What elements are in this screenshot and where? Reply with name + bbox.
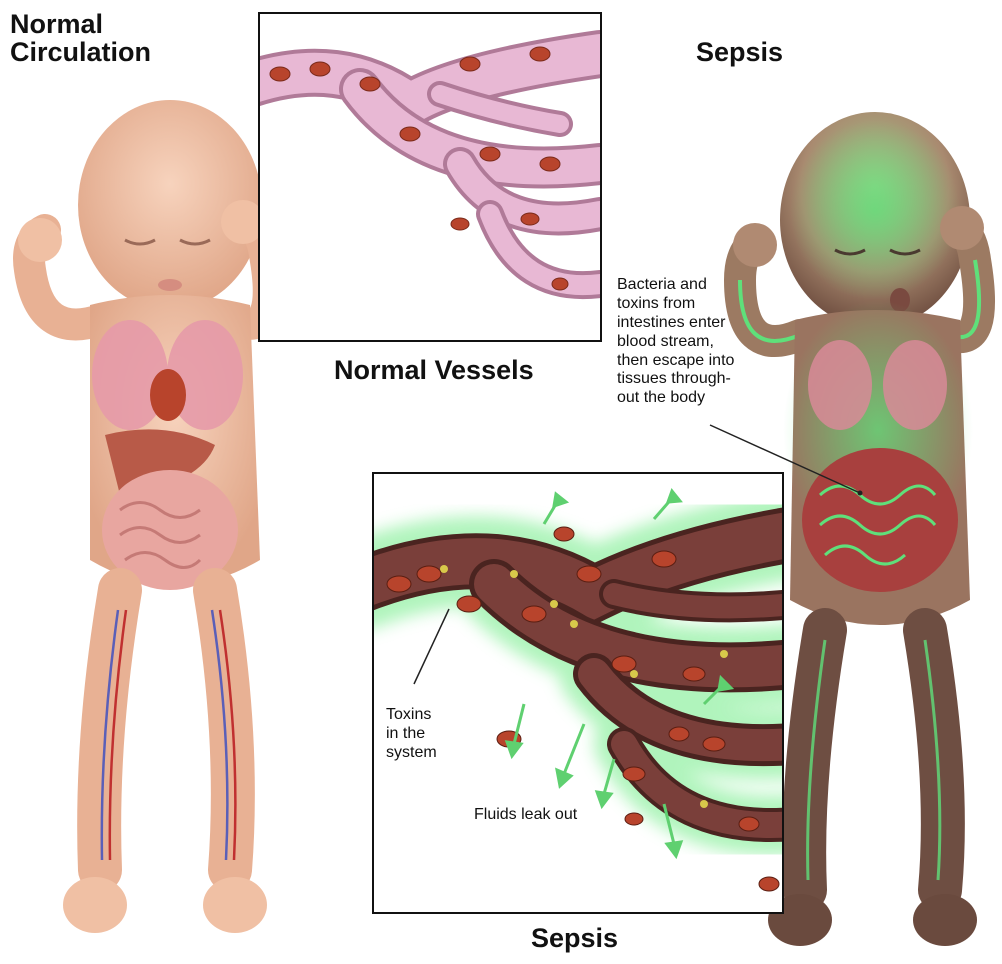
normal-infant-illustration [0,90,300,960]
toxins-annotation-line: Toxins [386,706,437,725]
bacteria-annotation: Bacteria and toxins from intestines ente… [617,276,734,408]
normal-circulation-title: Normal Circulation [10,10,151,67]
bacteria-annotation-line: blood stream, [617,333,734,352]
rbc [400,127,420,141]
rbc [540,157,560,171]
rbc [552,278,568,290]
sepsis-vessels-svg [374,474,782,912]
rbc [310,62,330,76]
normal-circulation-title-line2: Circulation [10,38,151,66]
rbc [530,47,550,61]
sepsis-bottom-title: Sepsis [531,924,618,952]
heart [150,369,186,421]
normal-vessels-svg [260,14,600,340]
mouth [158,279,182,291]
toxins-annotation-line: system [386,744,437,763]
fist-left [733,223,777,267]
bacteria-annotation-line: toxins from [617,295,734,314]
foot-right [913,894,977,946]
bacteria-annotation-line: out the body [617,389,734,408]
rbc [270,67,290,81]
lung-right [883,340,947,430]
rbc [521,213,539,225]
fluids-annotation: Fluids leak out [474,806,577,825]
normal-circulation-title-line1: Normal [10,10,151,38]
bacteria-annotation-line: intestines enter [617,314,734,333]
sepsis-top-title: Sepsis [696,38,783,66]
bacteria-annotation-line: tissues through- [617,370,734,389]
foot-right [203,877,267,933]
normal-vessels-inset [258,12,602,342]
rbc [460,57,480,71]
head-toxin-glow [790,120,960,300]
toxins-annotation: Toxins in the system [386,706,437,763]
toxins-annotation-line: in the [386,725,437,744]
fist-left [18,218,62,262]
fist-right [940,206,984,250]
rbc [360,77,380,91]
foot-left [63,877,127,933]
rbc [451,218,469,230]
normal-vessels-title: Normal Vessels [334,356,534,384]
bacteria-annotation-line: then escape into [617,352,734,371]
sepsis-vessels-inset [372,472,784,914]
rbc [480,147,500,161]
bacteria-annotation-line: Bacteria and [617,276,734,295]
